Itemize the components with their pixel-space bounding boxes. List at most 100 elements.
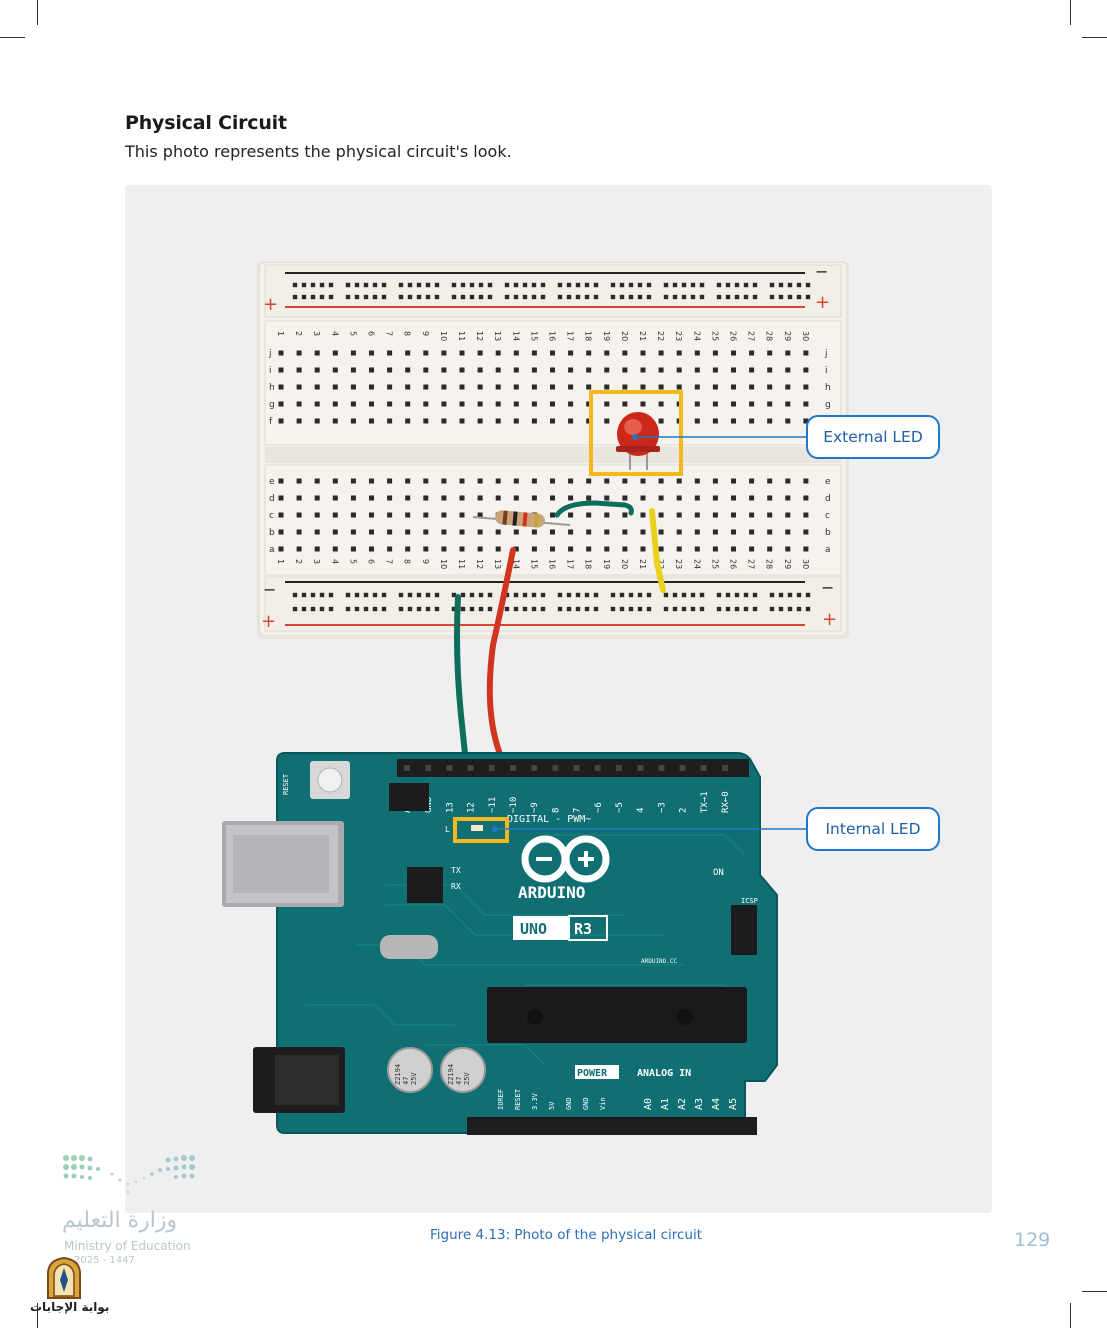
rail-hole bbox=[575, 282, 581, 288]
rail-hole bbox=[416, 606, 422, 612]
rail-hole bbox=[637, 592, 643, 598]
row-letter: a bbox=[825, 545, 831, 555]
breadboard-hole bbox=[694, 495, 700, 501]
rail-plus-label: + bbox=[263, 294, 278, 315]
column-number: 28 bbox=[765, 331, 774, 341]
breadboard-hole bbox=[369, 529, 374, 535]
jumper-wire-yellow bbox=[649, 508, 666, 593]
column-number: 11 bbox=[457, 559, 466, 569]
rail-hole bbox=[752, 282, 758, 288]
breadboard-hole bbox=[513, 418, 519, 424]
rail-hole bbox=[672, 592, 678, 598]
breadboard-hole bbox=[658, 478, 664, 484]
breadboard-hole bbox=[586, 529, 592, 535]
breadboard-hole bbox=[604, 529, 610, 535]
external-led-callout: External LED bbox=[806, 415, 940, 459]
rail-hole bbox=[725, 592, 731, 598]
digital-pin-label: 12 bbox=[467, 802, 477, 813]
rail-hole bbox=[593, 294, 599, 300]
rail-hole bbox=[487, 294, 493, 300]
breadboard-hole bbox=[586, 401, 592, 407]
rail-hole bbox=[310, 606, 316, 612]
rail-hole bbox=[398, 592, 404, 598]
breadboard-hole bbox=[296, 512, 302, 518]
breadboard-hole bbox=[731, 512, 736, 518]
rail-hole bbox=[434, 606, 440, 612]
rail-hole bbox=[557, 592, 563, 598]
crop-mark bbox=[1070, 0, 1071, 25]
rail-hole bbox=[354, 606, 360, 612]
breadboard-hole bbox=[278, 367, 284, 373]
breadboard-hole bbox=[441, 478, 447, 484]
digital-pin-label: ~9 bbox=[530, 802, 540, 813]
breadboard-hole bbox=[640, 478, 646, 484]
breadboard-hole bbox=[550, 384, 555, 390]
rail-hole bbox=[540, 282, 546, 288]
breadboard-hole bbox=[731, 384, 736, 390]
breadboard-hole bbox=[387, 367, 393, 373]
rail-hole bbox=[345, 294, 351, 300]
rail-hole bbox=[407, 592, 413, 598]
breadboard-hole bbox=[314, 529, 320, 535]
breadboard-hole bbox=[712, 401, 718, 407]
rail-hole bbox=[584, 282, 590, 288]
capacitor-text: 47 bbox=[402, 1077, 410, 1085]
breadboard-hole bbox=[640, 401, 646, 407]
rail-hole bbox=[487, 606, 493, 612]
breadboard-hole bbox=[278, 495, 284, 501]
breadboard-hole bbox=[712, 478, 718, 484]
rail-hole bbox=[398, 294, 404, 300]
rail-hole bbox=[531, 606, 537, 612]
rail-hole bbox=[690, 606, 696, 612]
rail-hole bbox=[575, 606, 581, 612]
rail-hole bbox=[637, 282, 643, 288]
rail-hole bbox=[663, 294, 669, 300]
breadboard-hole bbox=[350, 495, 356, 501]
row-letter: j bbox=[824, 349, 828, 359]
rail-hole bbox=[504, 294, 510, 300]
breadboard-hole bbox=[586, 418, 592, 424]
breadboard-hole bbox=[803, 512, 809, 518]
column-number: 9 bbox=[421, 559, 430, 564]
breadboard-hole bbox=[604, 401, 610, 407]
rail-hole bbox=[628, 592, 634, 598]
breadboard-hole bbox=[767, 478, 773, 484]
breadboard-hole bbox=[278, 546, 284, 552]
rail-hole bbox=[416, 592, 422, 598]
arduino-model: UNO bbox=[520, 920, 547, 938]
breadboard-hole bbox=[459, 384, 465, 390]
portal-name: بوابة الإجابات bbox=[30, 1300, 110, 1314]
leader-dot bbox=[492, 826, 498, 832]
rail-hole bbox=[407, 282, 413, 288]
rail-hole bbox=[619, 282, 625, 288]
breadboard-hole bbox=[332, 401, 338, 407]
column-number: 29 bbox=[783, 331, 792, 341]
breadboard-hole bbox=[731, 367, 736, 373]
rail-hole bbox=[372, 606, 378, 612]
rail-hole bbox=[363, 294, 369, 300]
breadboard-hole bbox=[676, 546, 682, 552]
rail-hole bbox=[540, 592, 546, 598]
rail-hole bbox=[619, 294, 625, 300]
rail-hole bbox=[796, 592, 802, 598]
breadboard-hole bbox=[531, 367, 537, 373]
breadboard-hole bbox=[459, 478, 465, 484]
breadboard-hole bbox=[296, 495, 302, 501]
section-description: This photo represents the physical circu… bbox=[125, 142, 512, 161]
breadboard-hole bbox=[712, 350, 718, 356]
crop-mark bbox=[37, 1303, 38, 1328]
rail-hole bbox=[610, 294, 616, 300]
breadboard-hole bbox=[513, 367, 519, 373]
rail-hole bbox=[345, 282, 351, 288]
breadboard-hole bbox=[785, 401, 791, 407]
breadboard-hole bbox=[586, 367, 592, 373]
figure-caption: Figure 4.13: Photo of the physical circu… bbox=[430, 1227, 703, 1243]
rail-hole bbox=[752, 294, 758, 300]
breadboard-hole bbox=[694, 401, 700, 407]
rail-hole bbox=[769, 294, 775, 300]
breadboard-hole bbox=[622, 546, 628, 552]
power-pin-label: 5V bbox=[548, 1101, 556, 1110]
breadboard-hole bbox=[694, 478, 700, 484]
